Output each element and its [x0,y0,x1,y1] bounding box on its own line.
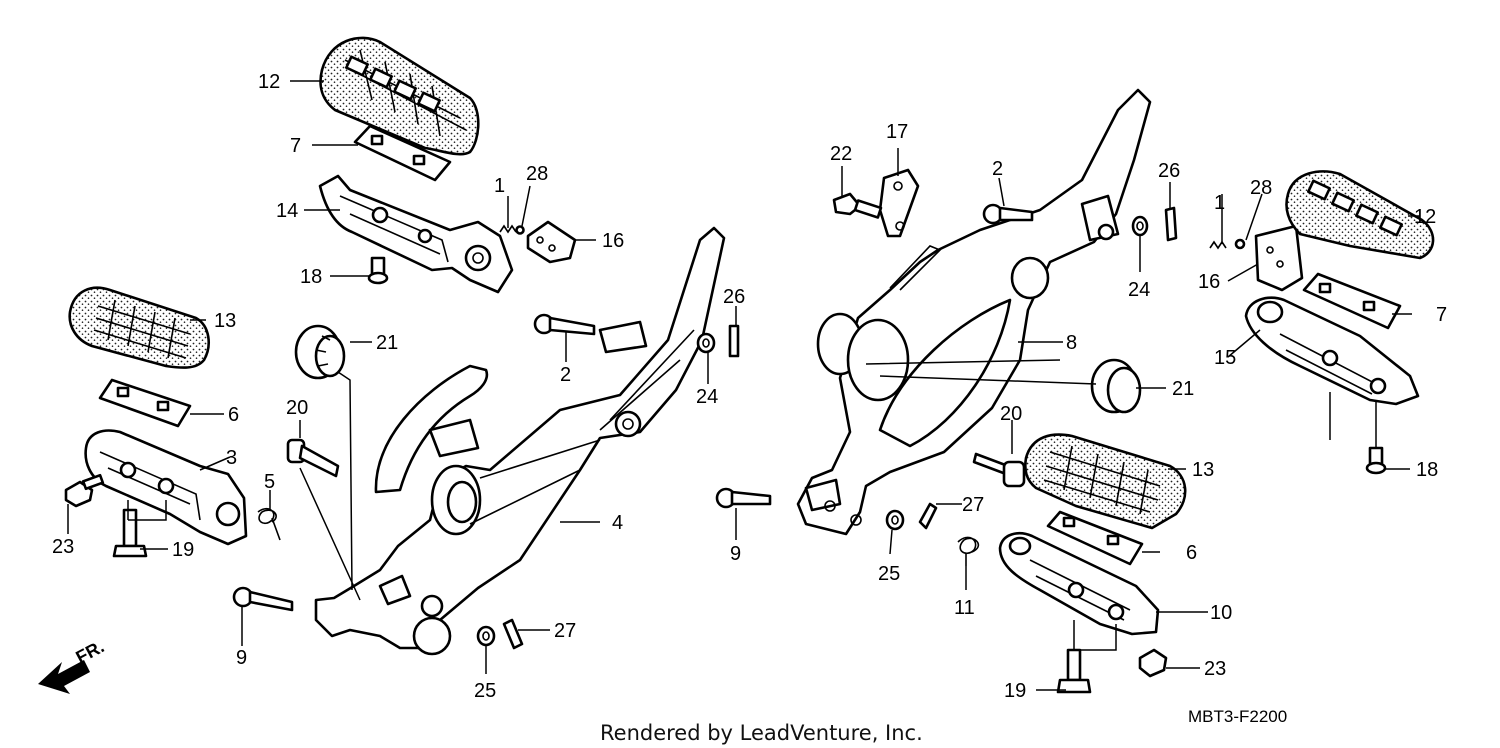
footpeg-rubber-front-left [68,286,210,369]
cotter-pin-27-left [502,618,524,650]
detent-plate-right [1254,224,1304,292]
bolt-20-right [972,452,1026,488]
spring-ball-right [1209,238,1246,250]
footpeg-plate-rear-right [1302,272,1402,330]
callout-6-left: 6 [228,404,239,426]
callout-16-right: 16 [1198,271,1220,293]
bolt-18-left [367,256,389,285]
callout-22: 22 [830,143,852,165]
footpeg-bracket-front-left [84,429,248,546]
footpeg-bracket-front-right [998,532,1160,636]
front-indicator-label: FR. [72,636,107,667]
cap-21-right [1090,358,1142,414]
bracket-17 [878,168,920,238]
callout-9-left: 9 [236,647,247,669]
callout-25-right: 25 [878,563,900,585]
callout-5: 5 [264,471,275,493]
footpeg-plate-rear-left [353,124,452,182]
washer-25-right [885,509,905,531]
callout-20-left: 20 [286,397,308,419]
bolt-18-right [1365,446,1387,475]
callout-10: 10 [1210,602,1232,624]
callout-7-left: 7 [290,135,301,157]
callout-12-right: 12 [1414,206,1436,228]
spring-ball-left [499,224,525,235]
callout-23-left: 23 [52,536,74,558]
callout-27-right: 27 [962,494,984,516]
callout-12-left: 12 [258,71,280,93]
callout-2-left: 2 [560,364,571,386]
footpeg-plate-front-left [98,378,192,428]
callout-20-right: 20 [1000,403,1022,425]
pin-9-left [232,586,294,612]
main-bracket-right [796,88,1152,536]
pin-2-right [982,203,1034,225]
callout-28-left: 28 [526,163,548,185]
callout-4: 4 [612,512,623,534]
callout-2-right: 2 [992,158,1003,180]
cotter-pin-26-left [728,324,740,358]
pin-2-left [533,313,596,336]
cap-21-left [294,324,346,380]
footpeg-rubber-front-right [1024,433,1187,530]
bolt-19-right [1056,648,1092,694]
callout-13-right: 13 [1192,459,1214,481]
cotter-pin-26-right [1164,206,1178,242]
callout-26-right: 26 [1158,160,1180,182]
footpeg-plate-front-right [1046,510,1144,566]
leader-lines [67,80,1420,691]
callout-9-right: 9 [730,543,741,565]
callout-6-right: 6 [1186,542,1197,564]
callout-14: 14 [276,200,298,222]
callout-7-right: 7 [1436,304,1447,326]
diagram-code: MBT3-F2200 [1188,707,1287,726]
callout-24-right: 24 [1128,279,1150,301]
main-bracket-left [314,226,726,656]
callout-1-right: 1 [1214,192,1225,214]
callout-23-right: 23 [1204,658,1226,680]
detent-plate-left [526,220,577,264]
callout-18-right: 18 [1416,459,1438,481]
washer-24-left [696,332,716,354]
callout-1-left: 1 [494,175,505,197]
callout-3: 3 [226,447,237,469]
callout-16-left: 16 [602,230,624,252]
callout-28-right: 28 [1250,177,1272,199]
bolt-22 [832,192,883,219]
callout-18-left: 18 [300,266,322,288]
callout-8: 8 [1066,332,1077,354]
footpeg-bracket-rear-left [318,174,514,294]
spring-5-left [257,507,281,541]
bolt-19-left [112,508,148,558]
callout-27-left: 27 [554,620,576,642]
callout-21-right: 21 [1172,378,1194,400]
credit-text: Rendered by LeadVenture, Inc. [600,721,923,745]
callout-15: 15 [1214,347,1236,369]
bolt-23-right [1138,648,1168,678]
callout-21-left: 21 [376,332,398,354]
callout-labels: 12 7 1 28 14 16 18 13 21 26 2 24 6 20 3 … [52,71,1447,702]
footpeg-bracket-rear-right [1244,296,1420,406]
callout-26-left: 26 [723,286,745,308]
callout-19-left: 19 [172,539,194,561]
callout-13-left: 13 [214,310,236,332]
bolt-23-left [64,473,105,508]
callout-11: 11 [954,597,975,619]
callout-24-left: 24 [696,386,718,408]
front-direction-arrow: FR. [38,636,107,694]
footpeg-rubber-rear-right [1285,170,1435,260]
callout-17: 17 [886,121,908,143]
footpeg-rubber-rear-left [319,36,480,156]
callout-19-right: 19 [1004,680,1026,702]
washer-25-left [476,625,496,647]
spring-11-right [957,536,980,566]
callout-25-left: 25 [474,680,496,702]
cotter-pin-27-right [918,502,938,530]
washer-24-right [1131,215,1149,237]
pin-9-right [715,487,772,509]
bolt-20-left [286,438,340,478]
